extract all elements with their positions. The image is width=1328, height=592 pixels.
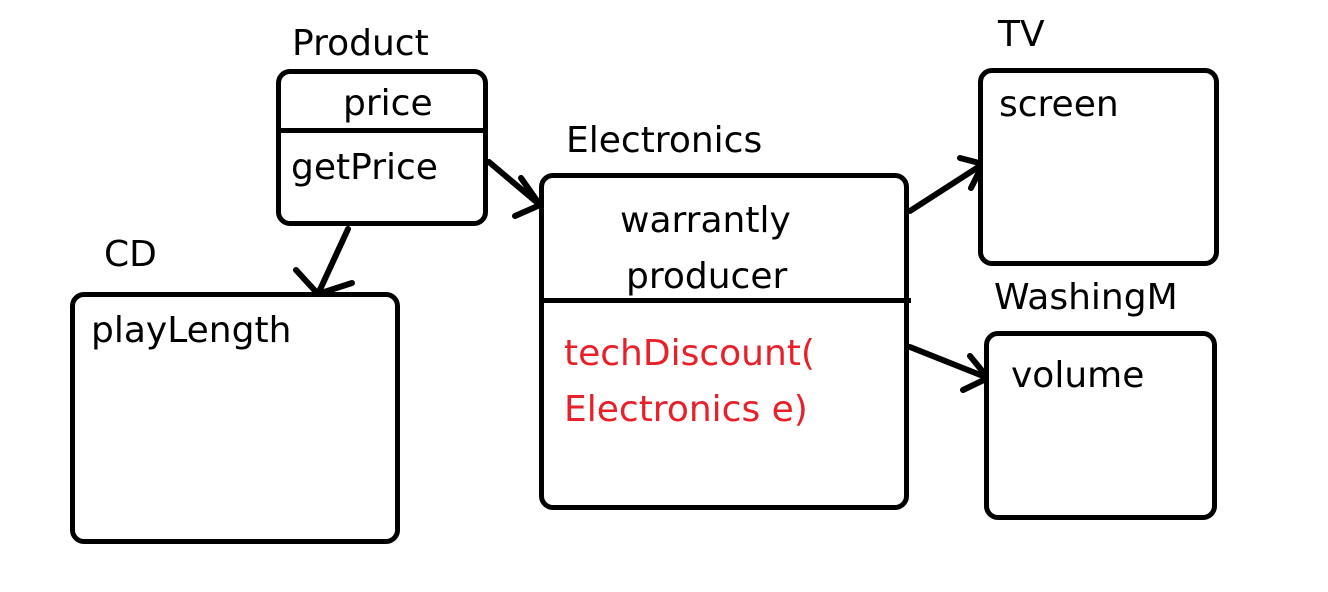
product-class-name: Product xyxy=(292,23,429,64)
washingm-class-box: volume xyxy=(984,331,1217,520)
product-class-box: price getPrice xyxy=(276,69,488,226)
cd-attribute-playlength: playLength xyxy=(91,310,292,351)
tv-class-name: TV xyxy=(998,14,1045,55)
electronics-attribute-warrantly: warrantly xyxy=(620,200,791,241)
product-attribute-price: price xyxy=(343,83,433,124)
arrow-electronics-to-tv xyxy=(907,155,986,214)
cd-class-box: playLength xyxy=(70,292,400,544)
tv-attribute-screen: screen xyxy=(999,84,1119,125)
electronics-method-param: Electronics e) xyxy=(564,389,808,430)
product-method-getprice: getPrice xyxy=(291,147,438,188)
electronics-attribute-producer: producer xyxy=(626,256,788,297)
electronics-method-techdiscount: techDiscount( xyxy=(564,333,815,374)
electronics-class-box: warrantly producer techDiscount( Electro… xyxy=(539,173,911,510)
product-divider xyxy=(276,128,488,133)
electronics-divider xyxy=(539,298,911,303)
arrow-product-to-cd xyxy=(293,226,355,297)
cd-class-name: CD xyxy=(104,234,157,275)
washingm-class-name: WashingM xyxy=(994,277,1178,318)
washingm-attribute-volume: volume xyxy=(1011,355,1145,396)
arrow-electronics-to-washingm xyxy=(907,344,991,393)
tv-class-box: screen xyxy=(978,68,1219,266)
arrow-product-to-electronics xyxy=(486,159,543,219)
electronics-class-name: Electronics xyxy=(566,120,763,161)
